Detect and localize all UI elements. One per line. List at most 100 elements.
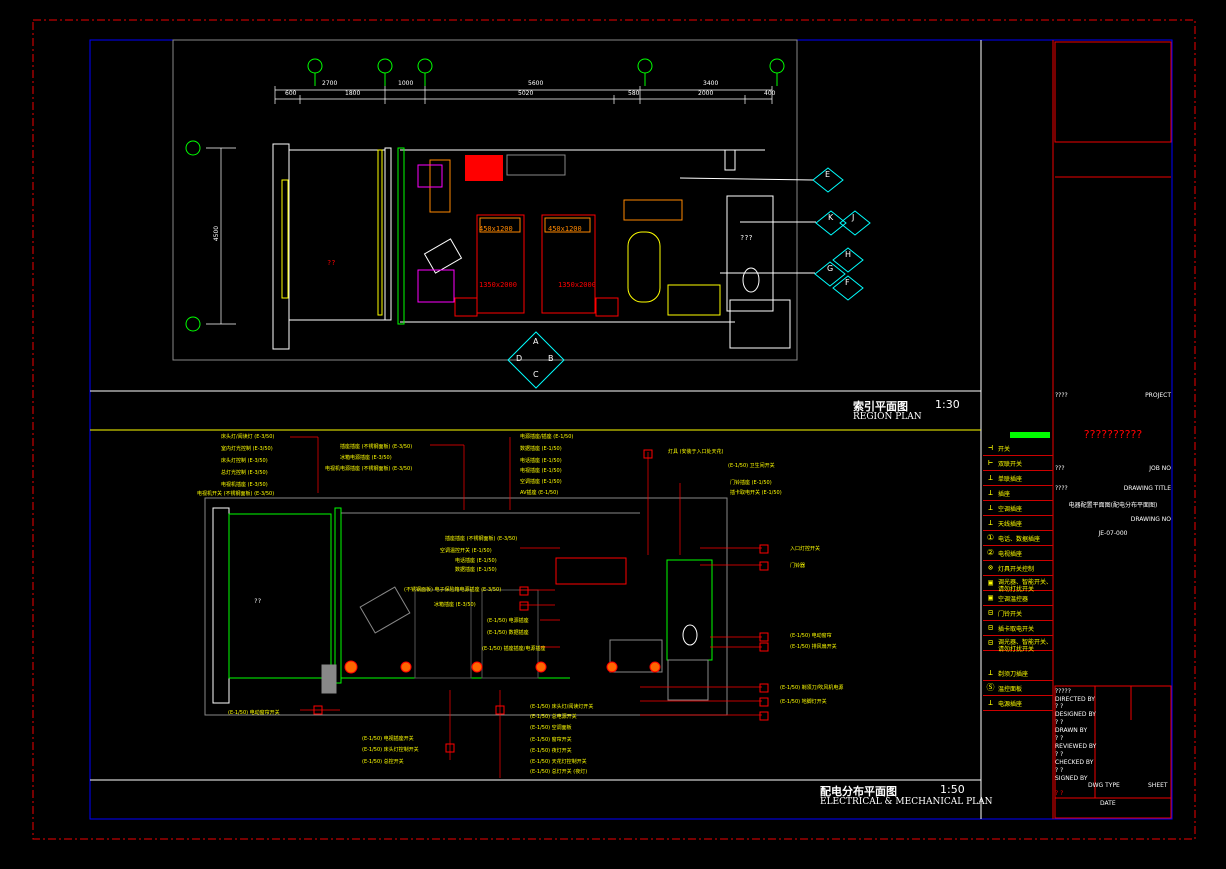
bottom-left-callout-3: (E-1/50) 床头灯控制开关 — [362, 747, 419, 753]
index-tag-H: H — [845, 250, 852, 259]
inner-callout-8: (E-1/50) 数据插座 — [487, 630, 529, 636]
legend-row: ⊟门铃开关 — [983, 605, 1053, 621]
inner-callout-1: 插座插座 (不锈钢面板) (E-3/50) — [445, 536, 518, 542]
dim-part-6: 400 — [764, 90, 776, 97]
mid-callout-2: 冰箱电源插座 (E-3/50) — [340, 455, 392, 461]
index-tag-D: D — [516, 354, 523, 363]
legend-label: 双联开关 — [998, 461, 1023, 468]
region-plan-scale: 1:30 — [935, 398, 960, 411]
callout-markers — [313, 449, 769, 753]
legend-icon: ⊥ — [988, 518, 993, 527]
legend-row: ⊥单联插座 — [983, 470, 1053, 486]
tb-row-cn: ? ? — [1055, 767, 1064, 774]
index-tag-B: B — [548, 354, 554, 363]
region-plan-furniture — [417, 154, 760, 317]
bottom-left-callout-4: (E-1/50) 总控开关 — [362, 759, 404, 765]
bottom-left-callout-2: (E-1/50) 电视插座开关 — [362, 736, 414, 742]
drawing-title-label: DRAWING TITLE — [1123, 485, 1171, 492]
legend-icon: ① — [986, 533, 995, 542]
inner-callout-9: (E-1/50) 插座插座/电源插座 — [482, 646, 546, 652]
bottom-callout-6: (E-1/50) 天花灯控制开关 — [530, 759, 587, 765]
project-name: ?????????? — [1083, 428, 1143, 441]
tb-row-cn: ? ? — [1055, 751, 1064, 758]
index-tag-F: F — [845, 278, 850, 287]
date-label: DATE — [1100, 800, 1116, 807]
bottom-marks: ? ? — [1055, 790, 1064, 797]
legend-label: 电源插座 — [998, 701, 1023, 708]
job-no-label: JOB NO — [1149, 465, 1171, 472]
tb-person-row: ? ? — [1055, 767, 1171, 774]
right-callout-5: 空调插座 (E-1/50) — [520, 479, 562, 485]
legend-label: 空调插座 — [998, 506, 1023, 513]
legend-icon: ⊟ — [988, 638, 993, 647]
inner-callout-4: 数据插座 (E-1/50) — [455, 567, 497, 573]
legend-label: 调光器、智能开关、请勿打扰开关 — [998, 579, 1053, 593]
region-room-label: ?? — [327, 259, 335, 267]
bottom-callout-3: (E-1/50) 空调面板 — [530, 725, 572, 731]
bed-label-1: 1350x2000 — [479, 281, 517, 289]
dim-overall-4: 3400 — [703, 80, 719, 87]
tb-row-en: DESIGNED BY — [1055, 711, 1096, 718]
far-right-callout-1: 灯具 (安装于入口处天花) — [668, 449, 724, 455]
sheet-outer-border — [32, 19, 1196, 840]
right-callout-6: AV插座 (E-1/50) — [520, 490, 559, 496]
legend-icon: ⊥ — [988, 503, 993, 512]
far-right-callout-6: 门铃器 — [790, 563, 806, 569]
legend-row: ⊥ 剃须刀插座 — [983, 665, 1053, 681]
dim-part-2: 1800 — [345, 90, 361, 97]
tb-person-row: ? ? — [1055, 703, 1171, 710]
tb-person-row: REVIEWED BY — [1055, 743, 1171, 750]
legend-row: ⊢双联开关 — [983, 455, 1053, 471]
project-small: ???? — [1055, 392, 1068, 399]
legend-row: ⊥电源插座 — [983, 695, 1053, 711]
legend-row: ⊣开关 — [983, 440, 1053, 456]
tb-person-row: SIGNED BY — [1055, 775, 1171, 782]
tb-row-en: SIGNED BY — [1055, 775, 1088, 782]
dwg-type-label: DWG TYPE — [1088, 782, 1120, 789]
legend-row: ⊗灯具开关控制 — [983, 560, 1053, 576]
legend-label: 门铃开关 — [998, 611, 1023, 618]
legend-label: 温控面板 — [998, 686, 1023, 693]
panel-label-1: 450x1200 — [479, 225, 513, 233]
callout-leaders — [290, 436, 762, 778]
legend-label: 插卡取电开关 — [998, 626, 1035, 633]
bed-label-2: 1350x2000 — [558, 281, 596, 289]
region-bath-label: ??? — [740, 234, 753, 242]
legend-row: ⊟ 调光器、智能开关、请勿打扰开关 — [983, 635, 1053, 653]
legend-icon: ⊥ — [988, 473, 993, 482]
legend-icon: ▣ — [988, 578, 993, 587]
legend-icon: ⊣ — [988, 443, 993, 452]
tb-row-en: DRAWN BY — [1055, 727, 1088, 734]
legend-label: 剃须刀插座 — [998, 671, 1029, 678]
far-right-callout-3: 门铃插座 (E-1/50) — [730, 480, 772, 486]
tb-row-en: CHECKED BY — [1055, 759, 1094, 766]
legend-row: ▣ 调光器、智能开关、请勿打扰开关 — [983, 575, 1053, 593]
dim-part-3: 5020 — [518, 90, 534, 97]
bottom-left-callout-1: (E-1/50) 电动窗帘开关 — [228, 710, 280, 716]
far-right-callout-9: (E-1/50) 剃须刀/吹风机电源 — [780, 685, 844, 691]
legend-row: ⊥ 天线插座 — [983, 515, 1053, 531]
tb-row-en: DIRECTED BY — [1055, 696, 1095, 703]
mid-callout-3: 电视机电源插座 (不锈钢面板) (E-3/50) — [325, 466, 413, 472]
dim-overall-2: 1000 — [398, 80, 414, 87]
legend-icon: ⊥ — [988, 668, 993, 677]
legend-label: 天线插座 — [998, 521, 1023, 528]
index-tags — [507, 167, 871, 389]
dim-part-1: 600 — [285, 90, 297, 97]
electrical-plan-walls — [212, 507, 713, 704]
electrical-plan-title: 配电分布平面图 — [820, 785, 897, 798]
left-callout-3: 床头灯控制 (E-3/50) — [221, 458, 268, 464]
region-plan-walls — [272, 143, 791, 350]
left-callout-4: 总灯光控制 (E-3/50) — [221, 470, 268, 476]
legend-label: 调光器、智能开关、请勿打扰开关 — [998, 639, 1053, 653]
tb-row-cn: ????? — [1055, 688, 1071, 695]
tb-person-row: DRAWN BY — [1055, 727, 1171, 734]
dim-side: 4500 — [213, 225, 221, 242]
index-tag-E: E — [825, 170, 831, 179]
region-plan-title-en: REGION PLAN — [853, 412, 922, 422]
legend-label: 电话、数据插座 — [998, 536, 1041, 543]
inner-callout-5: (不锈钢面板) 电子保险箱电源插座 (E-3/50) — [404, 587, 502, 593]
